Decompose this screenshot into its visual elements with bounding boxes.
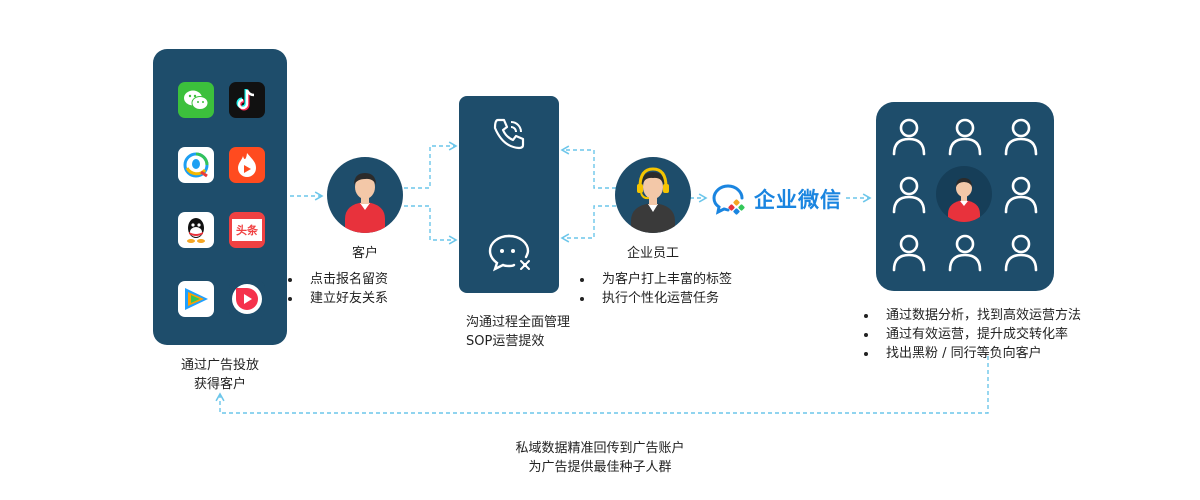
phone-icon bbox=[493, 118, 525, 150]
sop-caption-line1: 沟通过程全面管理 bbox=[466, 315, 571, 330]
person-outline-icon bbox=[948, 118, 982, 156]
person-outline-icon bbox=[948, 234, 982, 272]
person-outline-icon bbox=[1004, 118, 1038, 156]
wecom-icon bbox=[712, 184, 745, 215]
channels-caption-line1: 通过广告投放 bbox=[180, 358, 259, 373]
person-outline-icon bbox=[892, 118, 926, 156]
person-outline-icon bbox=[892, 234, 926, 272]
customer-bullet: 点击报名留资 bbox=[284, 270, 388, 289]
chat-bubble-icon bbox=[488, 234, 530, 272]
highlight-customer-avatar bbox=[936, 166, 992, 222]
staff-bullet: 执行个性化运营任务 bbox=[576, 289, 732, 308]
kuaishou-icon bbox=[238, 153, 256, 177]
staff-bullets: 为客户打上丰富的标签 执行个性化运营任务 bbox=[576, 270, 732, 308]
feedback-caption-line1: 私域数据精准回传到广告账户 bbox=[515, 441, 685, 456]
analysis-bullet: 通过数据分析，找到高效运营方法 bbox=[860, 306, 1081, 325]
channels-caption-line2: 获得客户 bbox=[193, 377, 246, 392]
tencent-video-icon bbox=[185, 288, 208, 310]
sop-caption: 沟通过程全面管理 SOP运营提效 bbox=[466, 313, 570, 351]
channels-caption: 通过广告投放 获得客户 bbox=[150, 356, 290, 394]
person-outline-icon bbox=[1004, 176, 1038, 214]
feedback-caption: 私域数据精准回传到广告账户 为广告提供最佳种子人群 bbox=[480, 439, 720, 477]
weishi-app-tile bbox=[229, 281, 265, 317]
qq-browser-icon bbox=[183, 152, 209, 178]
douyin-icon bbox=[236, 89, 255, 111]
customer-bullets: 点击报名留资 建立好友关系 bbox=[284, 270, 388, 308]
customer-avatar bbox=[327, 157, 403, 233]
toutiao-icon: 头条 bbox=[232, 219, 262, 241]
customer-person-icon bbox=[345, 173, 385, 233]
tencent-video-app-tile bbox=[178, 281, 214, 317]
person-outline-icon bbox=[892, 176, 926, 214]
weishi-icon bbox=[232, 284, 262, 314]
qq-browser-app-tile bbox=[178, 147, 214, 183]
staff-headset-person-icon bbox=[631, 167, 675, 233]
toutiao-icon-text: 头条 bbox=[236, 224, 258, 237]
analysis-bullet: 通过有效运营，提升成交转化率 bbox=[860, 325, 1081, 344]
wechat-app-tile bbox=[178, 82, 214, 118]
customer-label: 客户 bbox=[351, 246, 378, 261]
sop-caption-line2: SOP运营提效 bbox=[466, 334, 545, 349]
arrow-customer-to-sop-bottom bbox=[404, 205, 458, 245]
arrow-staff-to-sop-top bbox=[560, 145, 616, 189]
analysis-bullet: 找出黑粉 / 同行等负向客户 bbox=[860, 344, 1081, 363]
qq-app-tile bbox=[178, 212, 214, 248]
arrow-feedback-loop bbox=[215, 356, 989, 414]
highlight-customer-icon bbox=[948, 178, 980, 222]
staff-label: 企业员工 bbox=[626, 246, 679, 261]
kuaishou-app-tile bbox=[229, 147, 265, 183]
wecom-logo: 企业微信 bbox=[712, 183, 842, 215]
qq-icon bbox=[187, 218, 205, 243]
staff-bullet: 为客户打上丰富的标签 bbox=[576, 270, 732, 289]
customer-pool-panel bbox=[876, 102, 1054, 291]
customer-bullet: 建立好友关系 bbox=[284, 289, 388, 308]
analysis-bullets: 通过数据分析，找到高效运营方法 通过有效运营，提升成交转化率 找出黑粉 / 同行… bbox=[860, 306, 1081, 363]
person-outline-icon bbox=[1004, 234, 1038, 272]
arrow-staff-to-sop-bottom bbox=[560, 205, 616, 243]
wecom-label: 企业微信 bbox=[754, 188, 842, 212]
arrow-customer-to-sop-top bbox=[404, 141, 458, 189]
ad-channels-panel: 头条 bbox=[153, 49, 287, 345]
feedback-caption-line2: 为广告提供最佳种子人群 bbox=[528, 460, 672, 475]
sop-panel bbox=[459, 96, 559, 293]
staff-avatar bbox=[615, 157, 691, 233]
douyin-app-tile bbox=[229, 82, 265, 118]
wechat-icon bbox=[184, 90, 209, 110]
toutiao-app-tile: 头条 bbox=[229, 212, 265, 248]
